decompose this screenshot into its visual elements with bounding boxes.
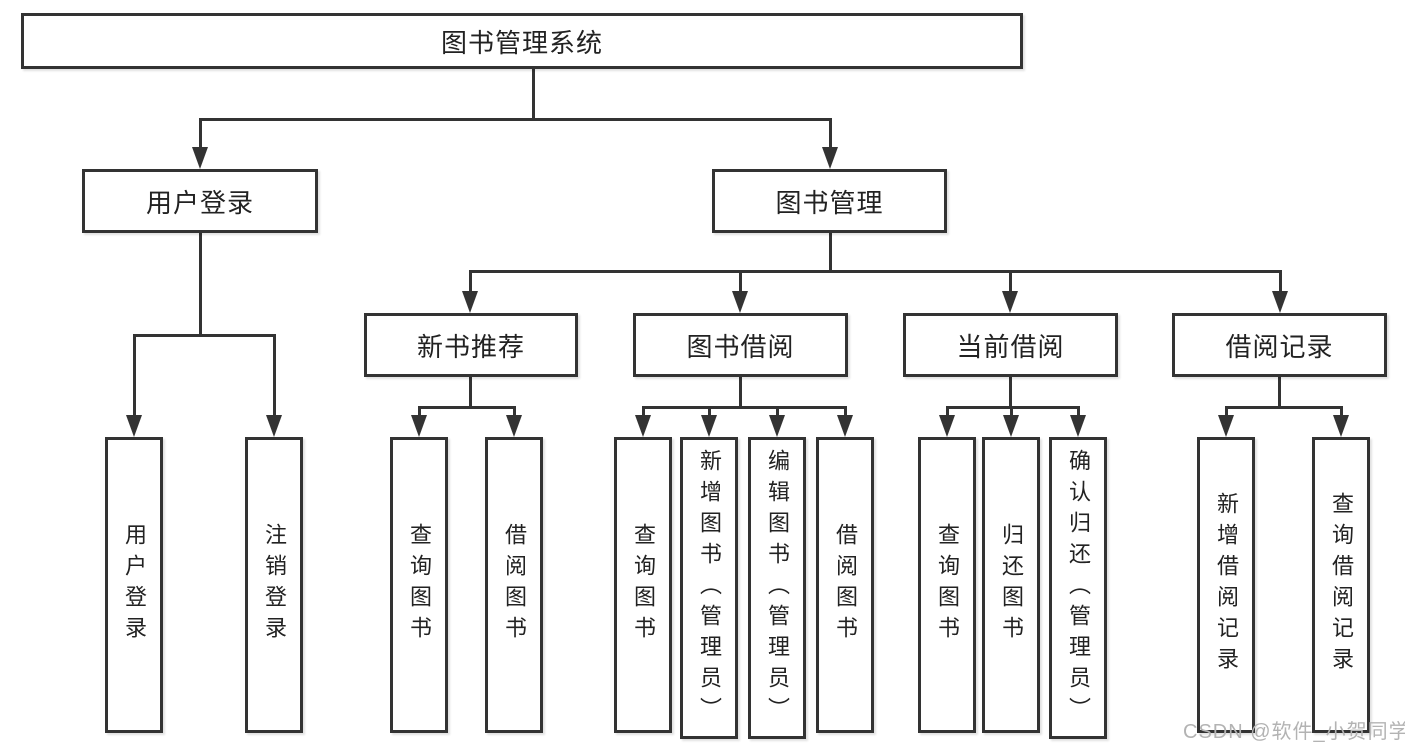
connector-line	[417, 405, 421, 418]
connector-user-bus	[132, 333, 276, 337]
connector-line	[1224, 405, 1228, 418]
node-leaf-bb-query-book: 查询图书	[614, 437, 672, 733]
node-leaf-cb-query-book: 查询图书	[918, 437, 976, 733]
node-leaf-cb-return-book: 归还图书	[982, 437, 1040, 733]
connector-line	[468, 269, 472, 294]
connector-line	[1076, 405, 1080, 418]
node-book-borrow: 图书借阅	[633, 313, 848, 377]
node-leaf-nb-query-book: 查询图书	[390, 437, 448, 733]
node-leaf-br-query-record: 查询借阅记录	[1312, 437, 1370, 733]
connector-line	[1339, 405, 1343, 418]
connector-current-bus	[945, 405, 1080, 409]
node-leaf-bb-borrow-book: 借阅图书	[816, 437, 874, 733]
arrow-down-icon	[1218, 415, 1234, 437]
arrow-down-icon	[1003, 415, 1019, 437]
arrow-down-icon	[1070, 415, 1086, 437]
arrow-down-icon	[939, 415, 955, 437]
arrow-down-icon	[701, 415, 717, 437]
node-book-management: 图书管理	[712, 169, 947, 233]
node-leaf-cb-confirm-return-admin: 确认归还（管理员）	[1049, 437, 1107, 739]
connector-newbook-stem	[468, 377, 472, 407]
connector-root-bus	[198, 117, 832, 121]
arrow-down-icon	[822, 147, 838, 169]
node-leaf-logout: 注销登录	[245, 437, 303, 733]
connector-line	[843, 405, 847, 418]
connector-line	[641, 405, 645, 418]
arrow-down-icon	[506, 415, 522, 437]
connector-records-bus	[1224, 405, 1343, 409]
connector-records-stem	[1277, 377, 1281, 407]
arrow-down-icon	[462, 291, 478, 313]
node-leaf-bb-add-book-admin: 新增图书（管理员）	[680, 437, 738, 739]
arrow-down-icon	[411, 415, 427, 437]
arrow-down-icon	[769, 415, 785, 437]
connector-current-stem	[1008, 377, 1012, 407]
connector-root-stem	[531, 69, 535, 119]
connector-newbook-bus	[417, 405, 516, 409]
node-leaf-user-login: 用户登录	[105, 437, 163, 733]
connector-line	[272, 333, 276, 418]
connector-user-stem	[198, 233, 202, 335]
connector-line	[132, 333, 136, 418]
connector-line	[1008, 269, 1012, 294]
connector-line	[775, 405, 779, 418]
node-borrow-records: 借阅记录	[1172, 313, 1387, 377]
node-leaf-nb-borrow-book: 借阅图书	[485, 437, 543, 733]
connector-line	[828, 117, 832, 150]
connector-line	[945, 405, 949, 418]
node-new-book-recommend: 新书推荐	[364, 313, 578, 377]
arrow-down-icon	[126, 415, 142, 437]
connector-mgmt-bus	[468, 269, 1282, 273]
connector-line	[512, 405, 516, 418]
arrow-down-icon	[635, 415, 651, 437]
arrow-down-icon	[1272, 291, 1288, 313]
connector-line	[198, 117, 202, 150]
node-root: 图书管理系统	[21, 13, 1023, 69]
node-current-borrow: 当前借阅	[903, 313, 1118, 377]
connector-line	[738, 269, 742, 294]
connector-line	[1278, 269, 1282, 294]
csdn-watermark: CSDN @软件_小贺同学	[1183, 721, 1405, 743]
connector-borrow-bus	[641, 405, 847, 409]
arrow-down-icon	[192, 147, 208, 169]
arrow-down-icon	[732, 291, 748, 313]
node-leaf-br-add-record: 新增借阅记录	[1197, 437, 1255, 733]
arrow-down-icon	[1333, 415, 1349, 437]
arrow-down-icon	[266, 415, 282, 437]
connector-mgmt-stem	[828, 233, 832, 272]
arrow-down-icon	[837, 415, 853, 437]
node-user-login: 用户登录	[82, 169, 318, 233]
arrow-down-icon	[1002, 291, 1018, 313]
connector-borrow-stem	[738, 377, 742, 407]
connector-line	[707, 405, 711, 418]
node-leaf-bb-edit-book-admin: 编辑图书（管理员）	[748, 437, 806, 739]
connector-line	[1009, 405, 1013, 418]
